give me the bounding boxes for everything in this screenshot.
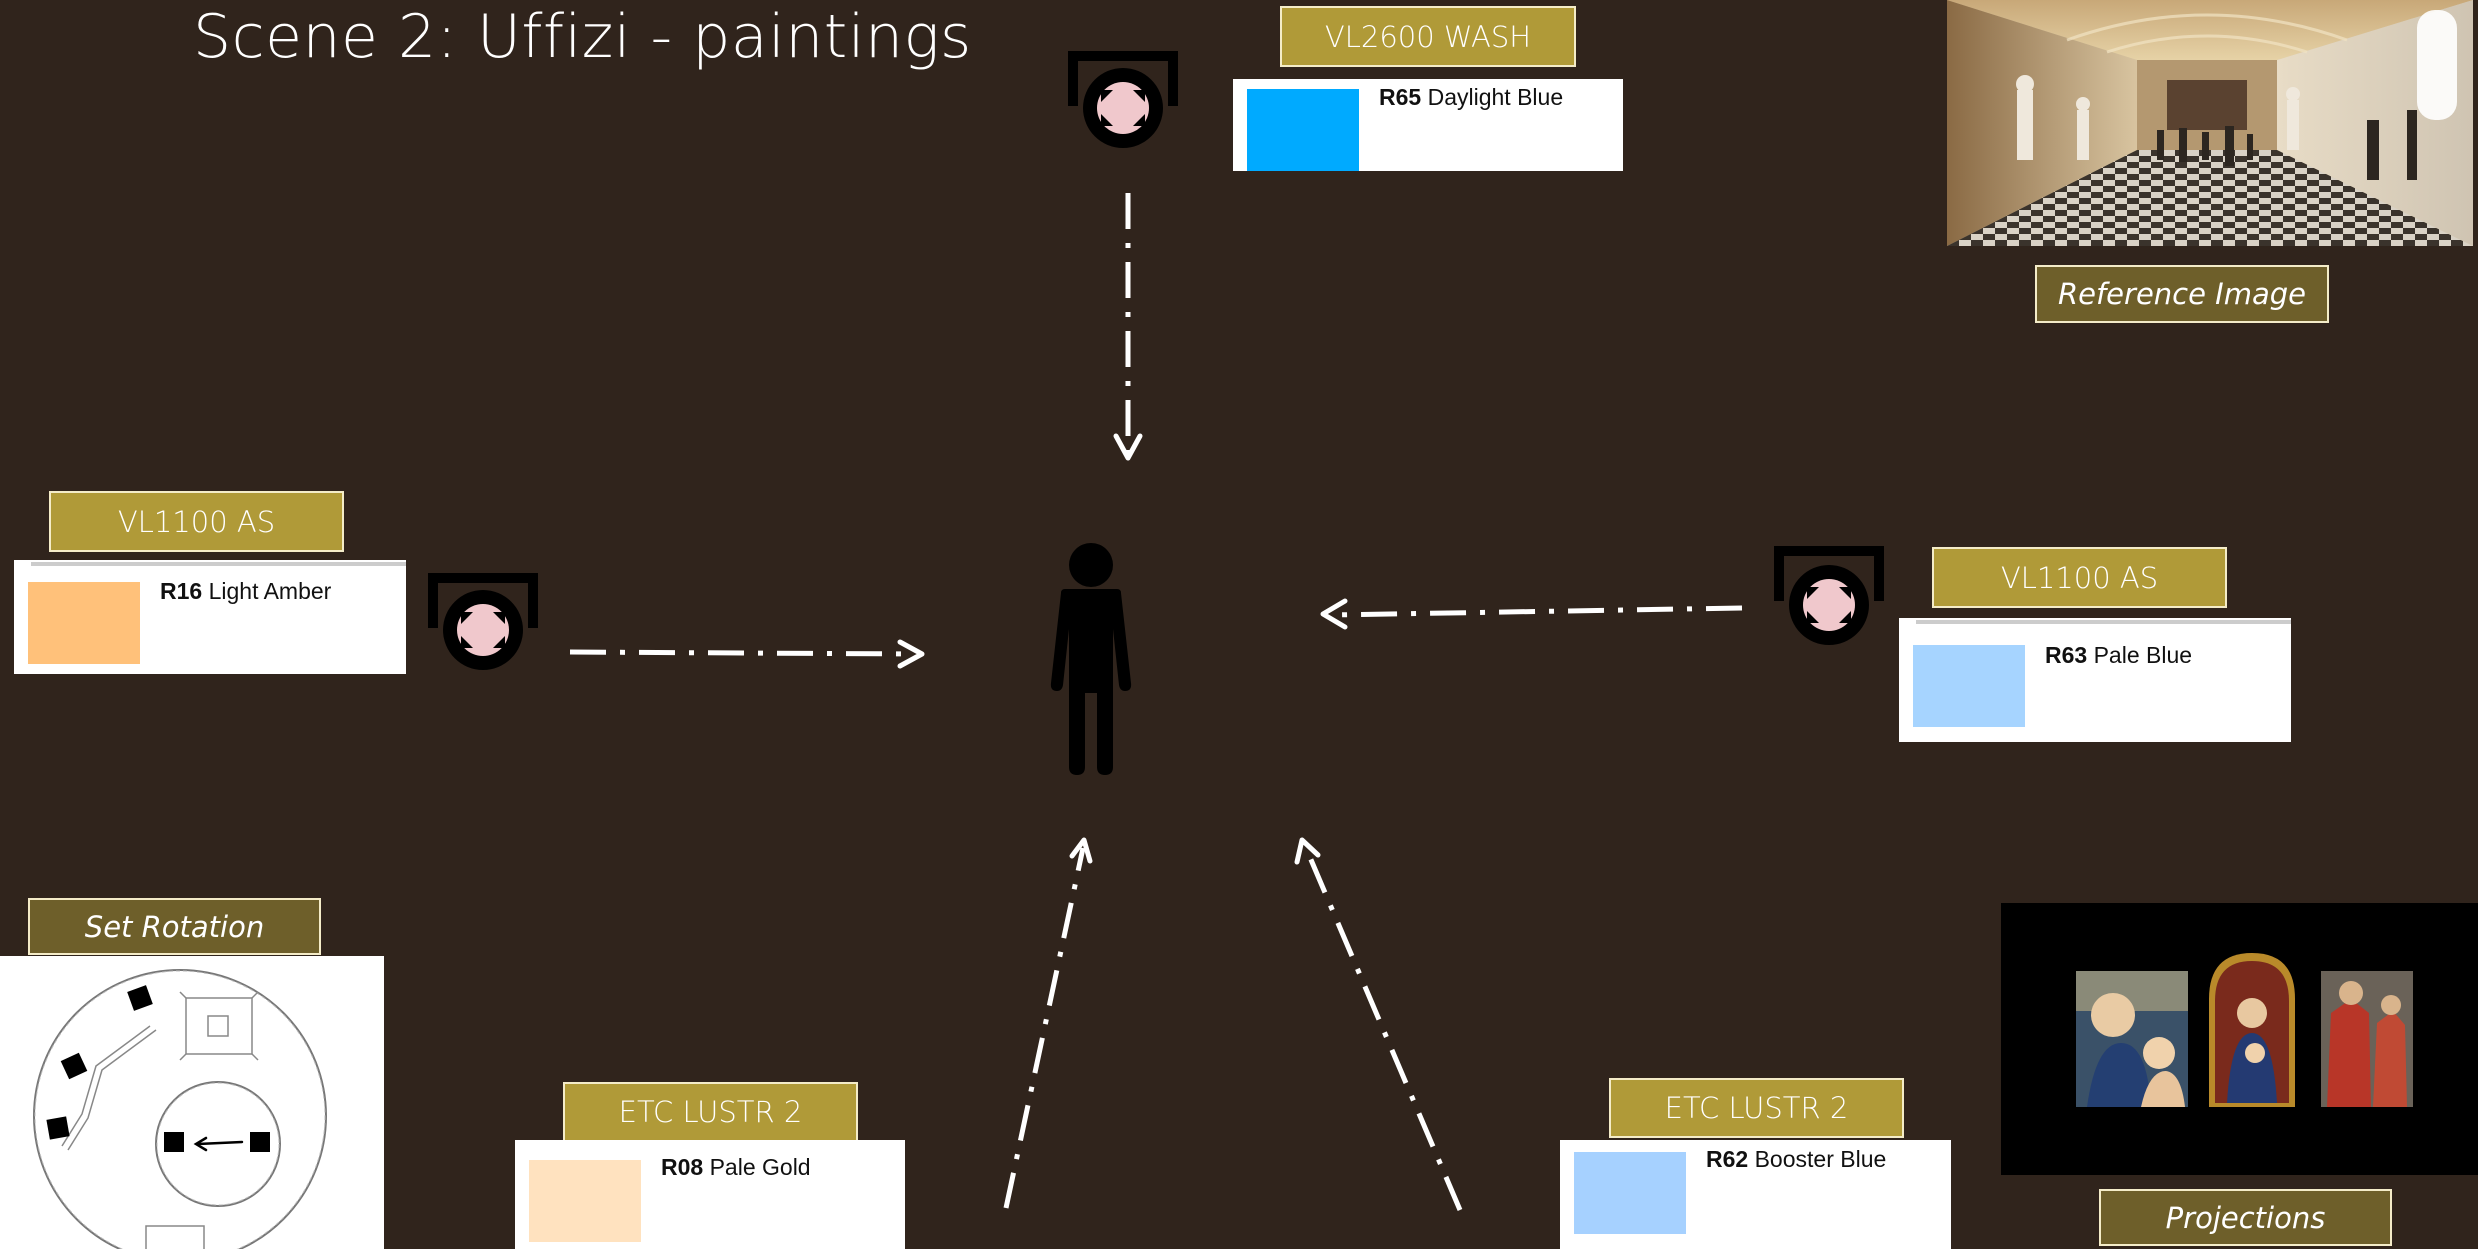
projections-label: Projections <box>2099 1189 2392 1246</box>
fixture-label-bottom-left: ETC LUSTR 2 <box>563 1082 858 1142</box>
moving-head-light-icon <box>423 570 543 690</box>
fixture-label-right: VL1100 AS <box>1932 547 2227 608</box>
beam-left-arrow <box>570 652 915 654</box>
gel-code: R63 <box>2045 642 2087 668</box>
gel-name: Daylight Blue <box>1428 84 1564 110</box>
gel-code: R62 <box>1706 1146 1748 1172</box>
gel-card-right: R63 Pale Blue <box>1899 618 2291 742</box>
beam-right-arrow <box>1330 608 1742 615</box>
gel-swatch <box>1574 1152 1686 1234</box>
beam-bottom-left-arrow <box>1006 848 1083 1208</box>
moving-head-light-icon <box>1063 48 1183 168</box>
reference-photo <box>1947 0 2473 246</box>
beam-bottom-right-arrow <box>1306 848 1460 1210</box>
gel-card-bottom-left: R08 Pale Gold <box>515 1140 905 1249</box>
gel-swatch <box>529 1160 641 1242</box>
gel-card-left: R16 Light Amber <box>14 560 406 674</box>
gel-card-bottom-right: R62 Booster Blue <box>1560 1140 1951 1249</box>
gel-name: Light Amber <box>209 578 332 604</box>
gel-swatch <box>1247 89 1359 171</box>
person-silhouette-icon <box>1047 543 1135 775</box>
fixture-label-bottom-right: ETC LUSTR 2 <box>1609 1078 1904 1138</box>
gel-swatch <box>28 582 140 664</box>
set-rotation-diagram <box>0 956 384 1249</box>
set-rotation-label: Set Rotation <box>28 898 321 955</box>
fixture-label-top: VL2600 WASH <box>1280 6 1576 67</box>
gel-name: Pale Blue <box>2094 642 2192 668</box>
gel-swatch <box>1913 645 2025 727</box>
gel-code: R08 <box>661 1154 703 1180</box>
gel-code: R65 <box>1379 84 1421 110</box>
projections-preview <box>2001 903 2478 1175</box>
gel-name: Pale Gold <box>710 1154 811 1180</box>
gel-code: R16 <box>160 578 202 604</box>
fixture-label-left: VL1100 AS <box>49 491 344 552</box>
gel-card-top: R65 Daylight Blue <box>1233 79 1623 171</box>
gel-name: Booster Blue <box>1755 1146 1887 1172</box>
reference-image-label: Reference Image <box>2035 265 2329 323</box>
moving-head-light-icon <box>1769 543 1889 663</box>
